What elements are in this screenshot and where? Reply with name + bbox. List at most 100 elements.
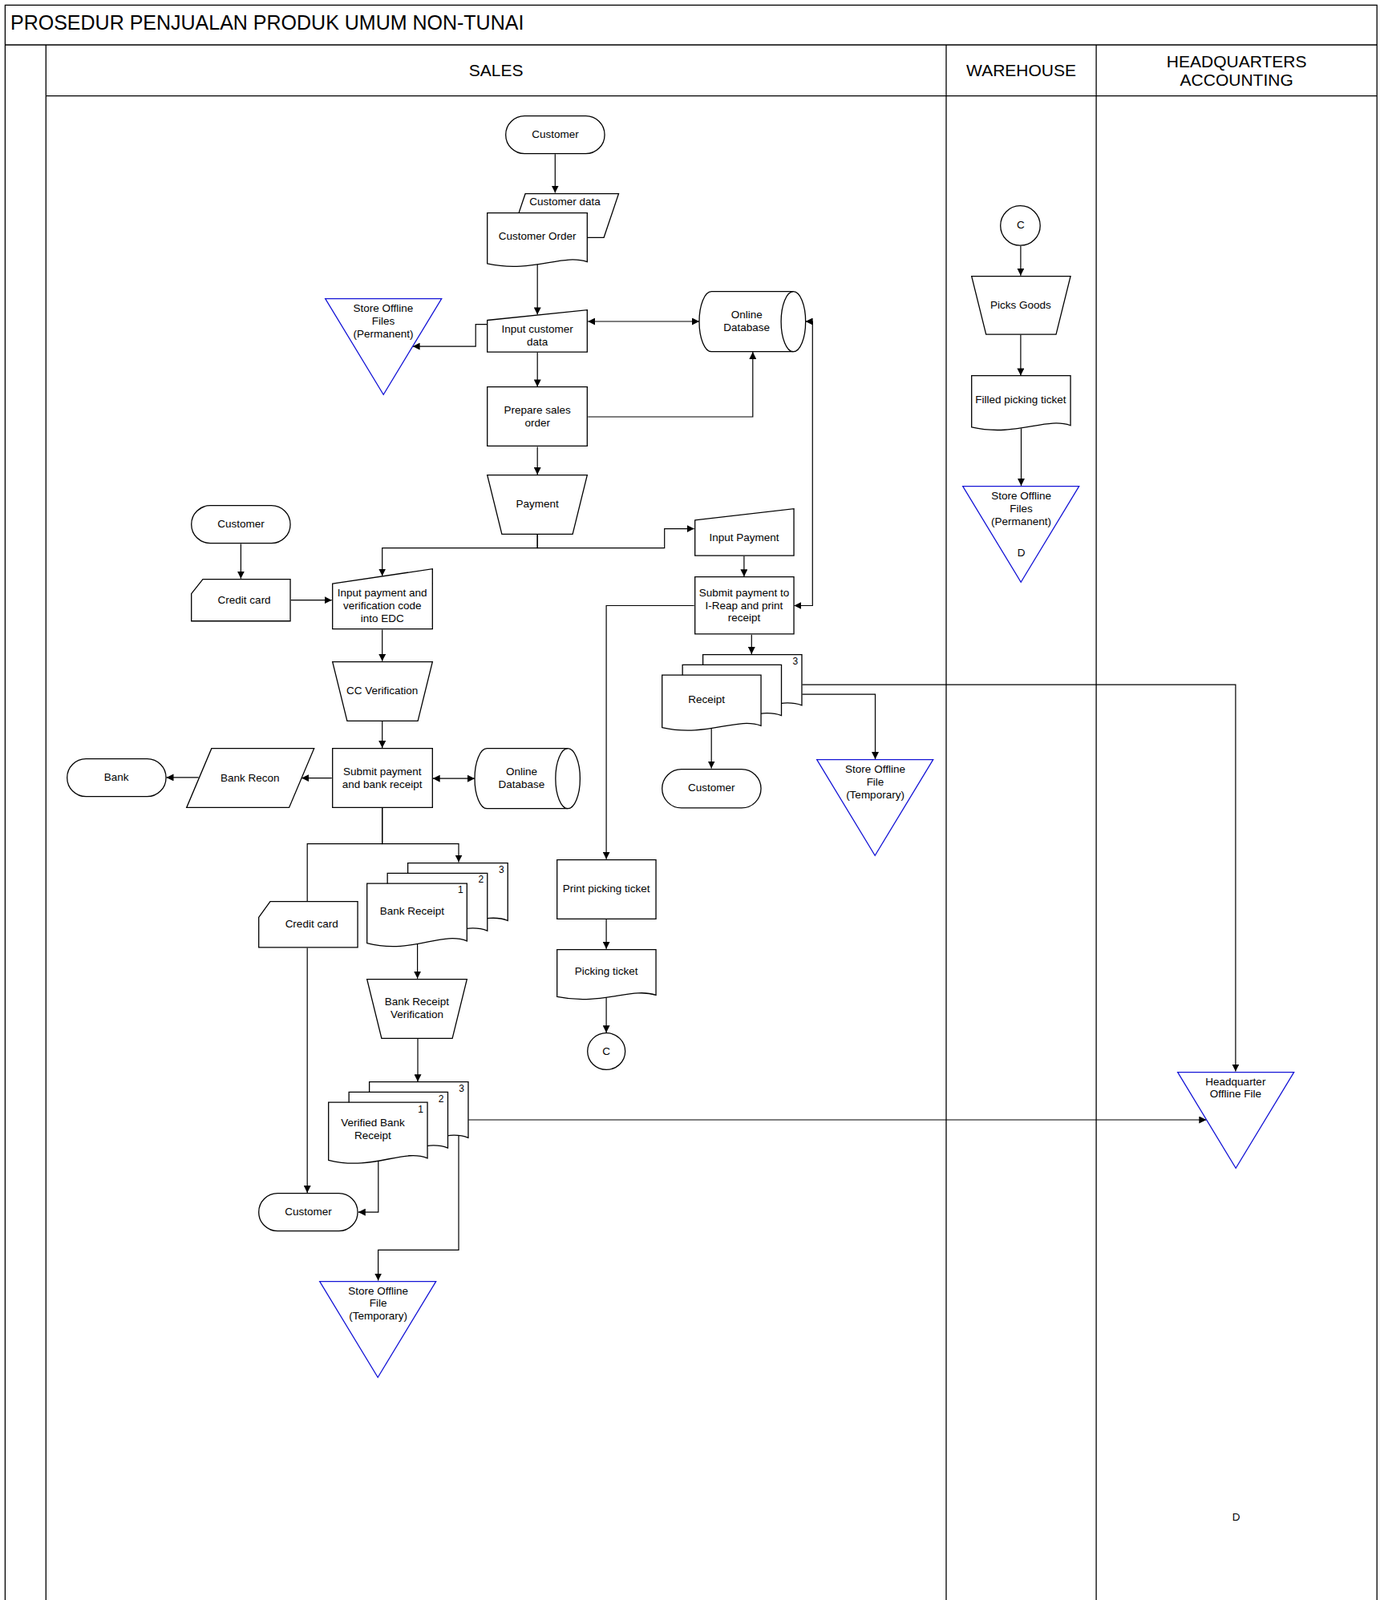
node-label: Input Payment — [697, 531, 792, 545]
node-label: Store Offline Files (Permanent) — [983, 489, 1060, 529]
node-label: Online Database — [712, 308, 781, 335]
connector — [1020, 428, 1022, 486]
node-label: C — [588, 1045, 624, 1059]
text-area: Credit card — [268, 903, 356, 947]
connector — [751, 635, 753, 655]
text-area: Store Offline Files (Permanent) — [983, 489, 1060, 540]
manual-operation: Bank Receipt Verification — [366, 979, 468, 1040]
text-area: Bank Recon — [207, 750, 292, 806]
node-label: Customer data — [524, 195, 607, 209]
shape-outline — [963, 486, 1080, 583]
document-stack: Bank Receipt123 — [366, 862, 509, 952]
text-area: Input Payment — [697, 522, 792, 555]
node-label: Store Offline Files (Permanent) — [345, 302, 421, 341]
document: Filled picking ticket — [971, 375, 1072, 435]
terminator: Customer — [190, 505, 292, 544]
shape-outline — [487, 387, 588, 447]
node-label: Verified Bank Receipt — [331, 1116, 416, 1143]
connector — [802, 684, 1236, 1073]
node-label: Bank Recon — [207, 772, 292, 786]
text-area: Headquarter Offline File — [1197, 1076, 1274, 1126]
shape-outline — [327, 1102, 427, 1164]
connector — [605, 919, 607, 950]
frame-lines — [4, 4, 1377, 1600]
connector — [416, 943, 418, 980]
text-area: Credit card — [201, 581, 288, 620]
connector — [537, 264, 539, 316]
offline-file: Store Offline File (Temporary) — [816, 759, 934, 857]
text-area: Customer Order — [489, 214, 585, 260]
shape-outline — [367, 979, 468, 1039]
offline-file: Store Offline File (Temporary) — [319, 1281, 437, 1379]
node-label: Bank Receipt Verification — [380, 995, 454, 1022]
text-area: C — [1001, 206, 1040, 245]
connector — [416, 1039, 418, 1083]
node-label: Credit card — [268, 918, 356, 931]
text-area: Customer — [517, 117, 595, 152]
node-label: Store Offline File (Temporary) — [340, 1285, 417, 1324]
shape-outline — [505, 116, 605, 154]
text-area: Submit payment to I-Reap and print recei… — [697, 579, 792, 632]
shape-outline — [781, 291, 794, 352]
node-label: Picks Goods — [984, 299, 1057, 312]
lane-divider — [1095, 44, 1097, 1600]
node-label: Receipt — [664, 693, 749, 707]
copy-number: 1 — [417, 1104, 424, 1116]
node-label: Headquarter Offline File — [1197, 1076, 1274, 1102]
text-area: Bank — [77, 760, 155, 795]
title-divider — [4, 44, 1377, 45]
text-area: Customer — [202, 507, 280, 542]
copy-number: 2 — [477, 874, 484, 886]
shape-outline — [662, 768, 761, 808]
lane-divider — [45, 44, 47, 1600]
node-label: Credit card — [201, 594, 288, 608]
shape-outline — [259, 902, 358, 948]
text-area: Verified Bank Receipt — [331, 1104, 416, 1156]
shape-outline — [556, 859, 656, 919]
note-label: D — [1224, 1511, 1249, 1524]
text-area: Customer — [673, 771, 750, 807]
lane-title: HEADQUARTERS ACCOUNTING — [1140, 52, 1333, 90]
copy-number: 3 — [793, 656, 799, 668]
diagram-title: PROSEDUR PENJUALAN PRODUK UMUM NON-TUNAI — [10, 12, 524, 35]
text-area: Picks Goods — [984, 278, 1057, 333]
text-area: Picking ticket — [559, 951, 654, 993]
connector — [381, 629, 383, 661]
text-area: CC Verification — [345, 663, 419, 720]
terminator: Customer — [258, 1193, 359, 1232]
shape-outline — [487, 212, 588, 267]
node-label: Payment — [501, 497, 575, 511]
manual-operation: CC Verification — [331, 661, 434, 722]
shape-outline — [474, 748, 580, 810]
swimlane: HEADQUARTERS ACCOUNTING Headquarter Offli… — [1096, 44, 1377, 1600]
connector — [802, 694, 876, 760]
header-divider — [45, 95, 1377, 97]
manual-input: Input payment and verification code into… — [331, 568, 434, 630]
offline-file: Headquarter Offline File — [1177, 1072, 1295, 1170]
copy-number: 2 — [438, 1094, 445, 1105]
manual-operation: Payment — [486, 474, 588, 535]
text-area: Store Offline Files (Permanent) — [345, 302, 421, 353]
manual-input: Input customer data — [486, 309, 588, 353]
lane-divider — [945, 44, 947, 1600]
text-area: Customer — [270, 1195, 348, 1230]
node-label: Customer — [202, 518, 280, 531]
terminator: Customer — [505, 115, 606, 154]
connector — [537, 447, 539, 475]
connector — [381, 721, 383, 749]
connector — [166, 777, 199, 778]
offline-file: Store Offline Files (Permanent) — [324, 298, 442, 396]
node-label: CC Verification — [345, 684, 419, 698]
copy-number: 3 — [458, 1084, 465, 1095]
node-label: Input payment and verification code into… — [335, 586, 430, 626]
text-area: Payment — [501, 477, 575, 533]
text-area: Submit payment and bank receipt — [335, 751, 430, 806]
node-label: Bank Receipt — [369, 905, 455, 919]
connector — [240, 543, 242, 579]
shape-outline — [1177, 1072, 1294, 1169]
data-parallelogram: Bank Recon — [186, 748, 315, 809]
connector — [793, 321, 813, 607]
connector — [358, 1161, 379, 1213]
text-area: Bank Receipt Verification — [380, 981, 454, 1037]
